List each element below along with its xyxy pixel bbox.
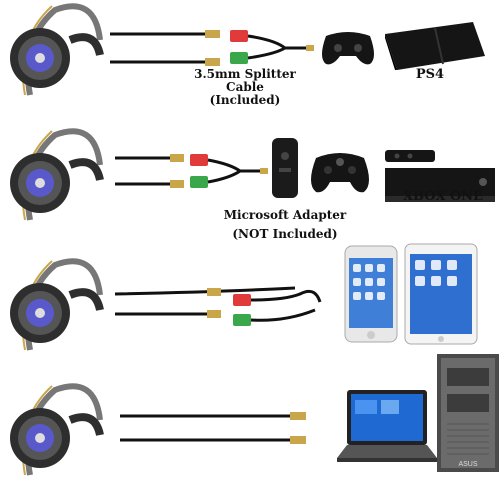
splitter-cable-icon [110,30,314,66]
adapter-caption-line-2: (NOT Included) [232,227,338,242]
adapter-caption-line-1: Microsoft Adapter [223,208,347,222]
headset-icon [10,3,104,96]
smartphone-icon [344,245,398,343]
xbox-controller-icon [311,153,369,193]
row-mobile [0,243,500,360]
xbox-adapter-icon [272,138,298,198]
cable-caption-line-2: (Included) [209,93,281,108]
laptop-icon [337,390,437,462]
splitter-cable-icon [115,154,268,188]
ps4-label: PS4 [415,67,445,82]
pc-cables-icon [120,412,306,444]
ps4-controller-icon [322,32,374,65]
cable-caption-line-1: 3.5mm Splitter Cable [194,67,296,95]
row-pc: ASUS [0,354,500,500]
kinect-icon [385,150,435,162]
adapter-caption: Microsoft Adapter (NOT Included) [215,206,355,244]
row-ps4: 3.5mm Splitter Cable (Included) PS4 [0,0,500,120]
xbox-one-label: XBOX ONE [402,189,484,204]
headset-icon [10,258,104,351]
ps4-console-icon [385,22,485,70]
row-xbox-one: Microsoft Adapter (NOT Included) XBOX ON… [0,120,500,250]
tablet-icon [404,243,478,345]
headset-icon [10,128,104,221]
cable-caption: 3.5mm Splitter Cable (Included) [185,67,305,108]
splitter-cable-icon [114,286,322,326]
xbox-console-icon [385,168,495,202]
desktop-tower-icon: ASUS [437,354,499,472]
tower-brand-label: ASUS [458,461,477,468]
headset-icon [10,383,104,476]
